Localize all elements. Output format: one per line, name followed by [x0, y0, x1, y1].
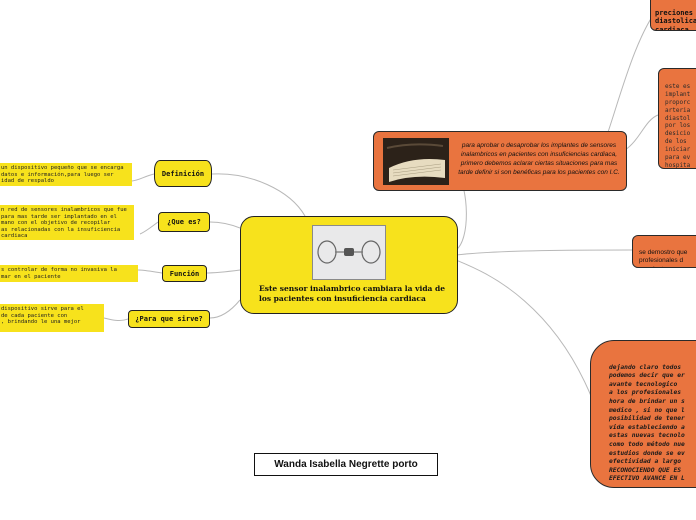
node-este-es-implante-text: este es implant proporc arteria diastol … [665, 82, 691, 169]
branch-que-es-label: ¿Que es? [167, 218, 201, 226]
author-text: Wanda Isabella Negrette porto [274, 459, 418, 470]
sensor-image [312, 225, 386, 280]
book-icon [383, 138, 449, 185]
node-conclusion-text: dejando claro todos podemos decir que er… [609, 363, 685, 483]
branch-definicion[interactable]: Definición [154, 160, 212, 187]
central-title: Este sensor inalambrico cambiara la vida… [259, 284, 446, 303]
node-aprobar-implantes[interactable]: para aprobar o desaprobar los implantes … [373, 131, 627, 191]
node-se-demostro-text: se demostro que profesionales d pancient… [639, 248, 688, 268]
node-presiones[interactable]: preciones diastolica cardiaca [650, 0, 696, 31]
central-topic[interactable]: Este sensor inalambrico cambiara la vida… [240, 216, 458, 314]
branch-que-es[interactable]: ¿Que es? [158, 212, 210, 232]
node-presiones-text: preciones diastolica cardiaca [655, 8, 696, 31]
note-funcion[interactable]: s controlar de forma no invasiva la mar … [0, 265, 138, 282]
node-se-demostro[interactable]: se demostro que profesionales d pancient… [632, 235, 696, 268]
branch-definicion-label: Definición [161, 169, 205, 178]
note-definicion[interactable]: un dispositivo pequeño que se encarga da… [0, 163, 132, 186]
author-label[interactable]: Wanda Isabella Negrette porto [254, 453, 438, 476]
node-conclusion[interactable]: dejando claro todos podemos decir que er… [590, 340, 696, 488]
branch-funcion[interactable]: Función [162, 265, 207, 282]
sensor-device-icon [317, 240, 381, 264]
book-image [383, 138, 449, 185]
node-este-es-implante[interactable]: este es implant proporc arteria diastol … [658, 68, 696, 169]
note-que-es[interactable]: n red de sensores inalambricos que fue p… [0, 205, 134, 240]
node-aprobar-implantes-text: para aprobar o desaprobar los implantes … [458, 142, 620, 176]
branch-funcion-label: Función [169, 269, 200, 278]
note-para-que-sirve[interactable]: dispositivo sirve para el de cada pacien… [0, 304, 104, 332]
branch-para-que-sirve-label: ¿Para que sirve? [135, 315, 203, 323]
branch-para-que-sirve[interactable]: ¿Para que sirve? [128, 310, 210, 328]
